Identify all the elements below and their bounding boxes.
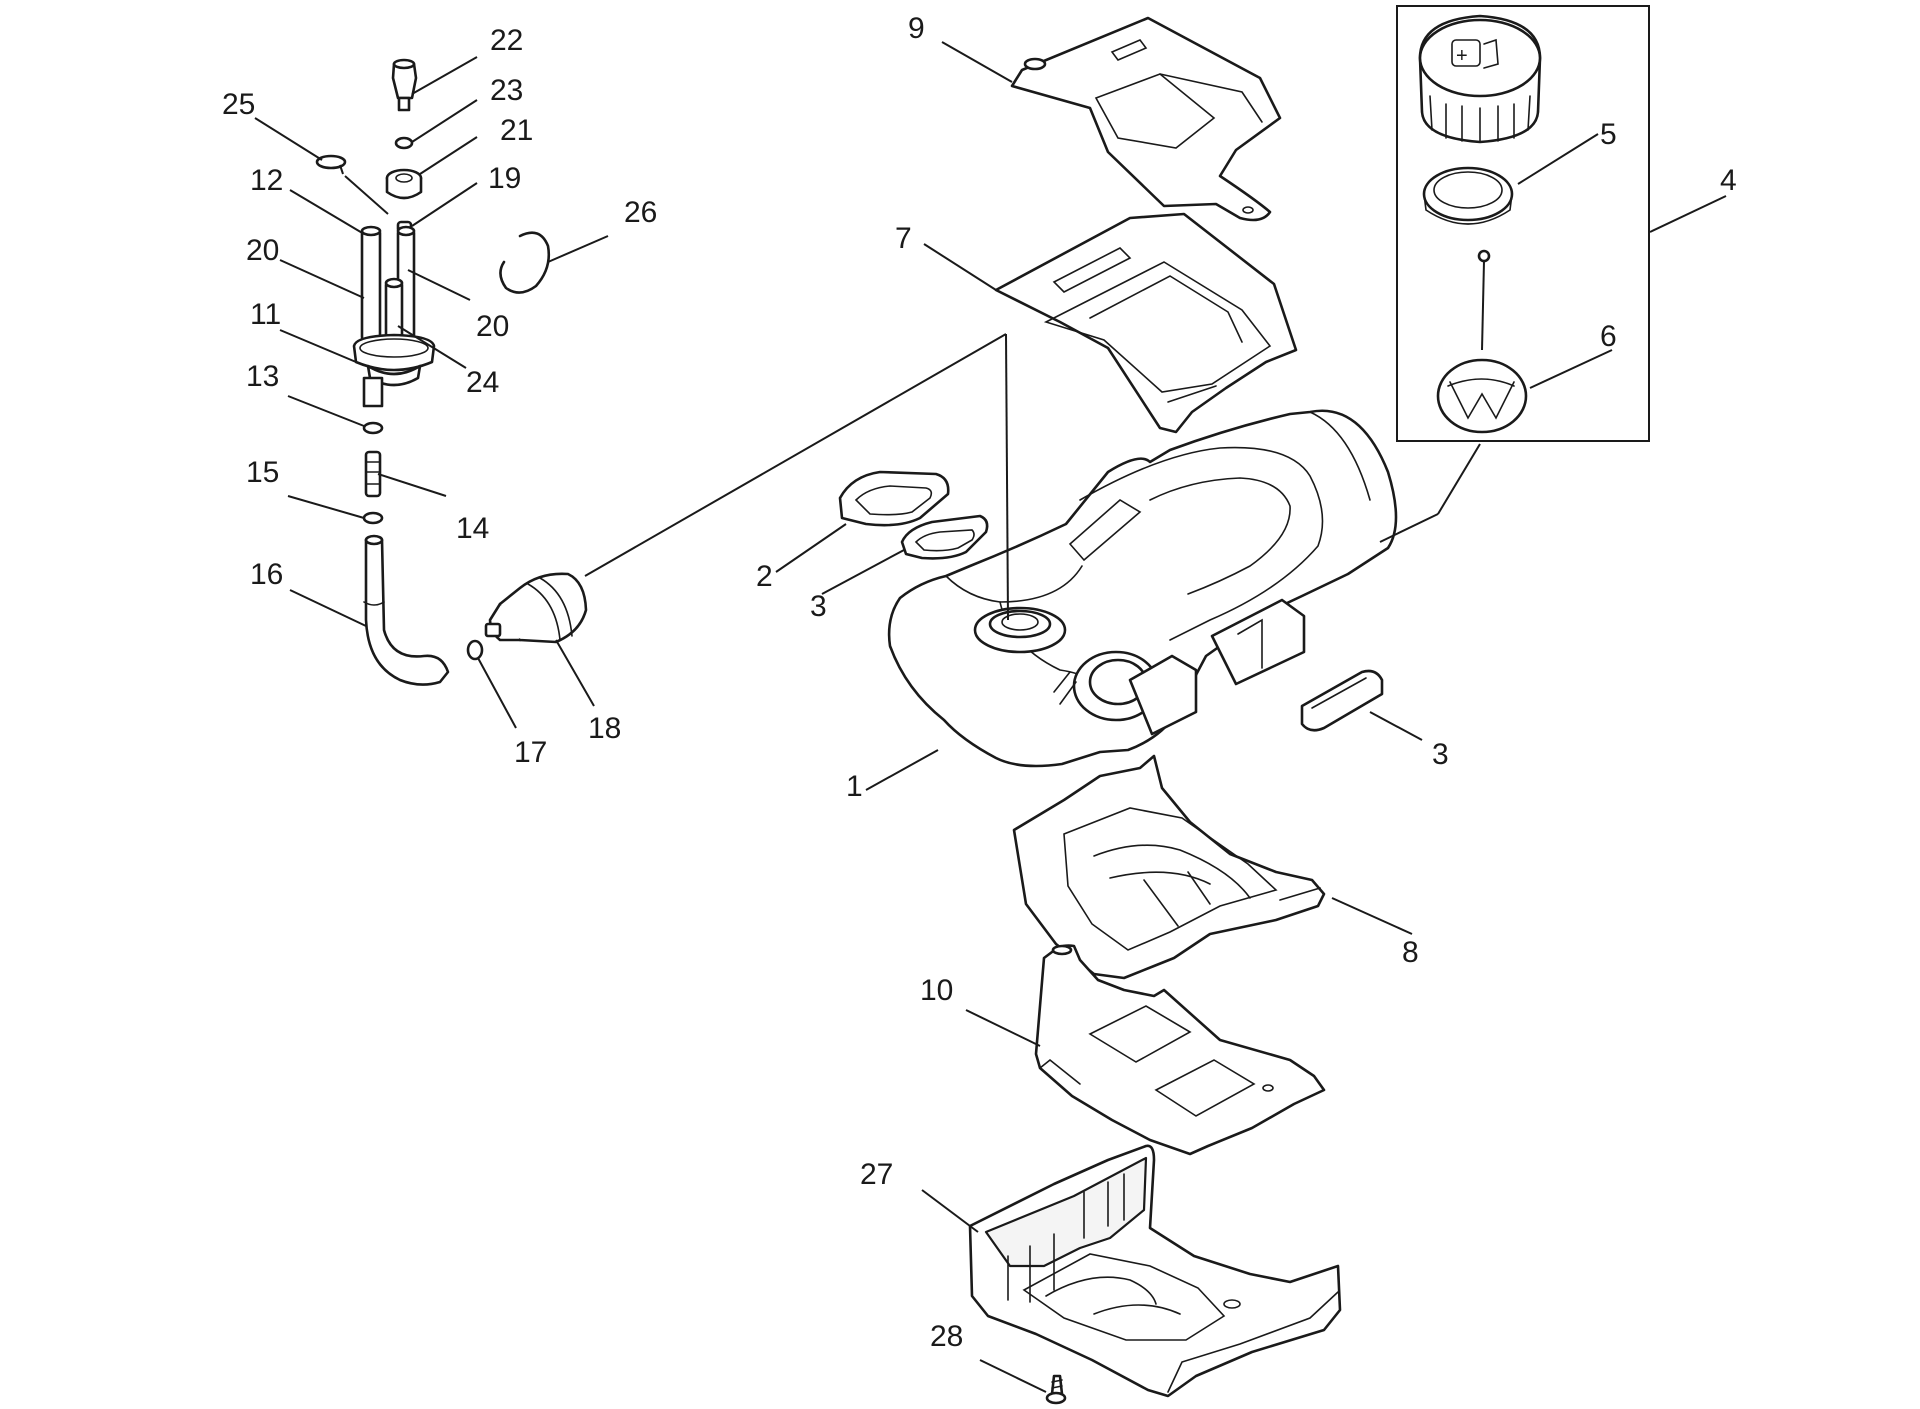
callout-12: 12: [250, 164, 283, 197]
part-18-fuel-filter: [484, 572, 588, 644]
callout-6: 6: [1600, 320, 1617, 353]
callout-25: 25: [222, 88, 255, 121]
callout-20-left: 20: [246, 234, 279, 267]
part-10-bottom-plate: [1034, 944, 1326, 1156]
part-11-pickup-body: [352, 225, 436, 408]
part-8-lower-shield: [1012, 754, 1326, 980]
callout-10: 10: [920, 974, 953, 1007]
part-26-clip: [499, 231, 551, 294]
part-28-screw: [1045, 1374, 1067, 1405]
part-3-grommet-left: [900, 514, 989, 560]
part-2-grommet: [838, 470, 950, 527]
fuel-cap-kit-box: [1396, 5, 1650, 442]
callout-23: 23: [490, 74, 523, 107]
callout-22: 22: [490, 24, 523, 57]
callout-14: 14: [456, 512, 489, 545]
callout-9: 9: [908, 12, 925, 45]
svg-text:+: +: [1456, 45, 1468, 67]
callout-3-right: 3: [1432, 738, 1449, 771]
callout-8: 8: [1402, 936, 1419, 969]
callout-13: 13: [246, 360, 279, 393]
part-22-valve: [391, 58, 418, 112]
callout-20-right: 20: [476, 310, 509, 343]
callout-17: 17: [514, 736, 547, 769]
callout-28: 28: [930, 1320, 963, 1353]
part-15-o-ring: [362, 511, 384, 525]
callout-4: 4: [1720, 164, 1737, 197]
callout-11: 11: [250, 298, 281, 331]
callout-18: 18: [588, 712, 621, 745]
part-5-gasket: [1422, 166, 1514, 225]
part-14-connector: [364, 450, 382, 498]
part-1-fuel-tank: [887, 409, 1398, 768]
callout-15: 15: [246, 456, 279, 489]
part-13-o-ring: [362, 421, 384, 435]
part-23-o-ring: [394, 136, 414, 150]
callout-2: 2: [756, 560, 773, 593]
part-7-heat-shield: [994, 212, 1298, 434]
part-3-grommet-right: [1300, 669, 1384, 732]
callout-24: 24: [466, 366, 499, 399]
callout-27: 27: [860, 1158, 893, 1191]
callout-labels: 1 2 3 3 4 5 6 7 8 9 10 11 12 13 14 15 16…: [222, 12, 1737, 1353]
part-fuel-cap: +: [1418, 14, 1542, 144]
fuel-pickup-assembly: [315, 58, 588, 686]
callout-1: 1: [846, 770, 863, 803]
part-16-fuel-hose: [364, 538, 450, 686]
part-17-o-ring: [466, 639, 484, 661]
callout-3-left: 3: [810, 590, 827, 623]
callout-16: 16: [250, 558, 283, 591]
callout-21: 21: [500, 114, 533, 147]
callout-5: 5: [1600, 118, 1617, 151]
callout-7: 7: [895, 222, 912, 255]
part-9-heat-shield: [1010, 16, 1282, 222]
part-6-strainer: [1436, 249, 1528, 434]
leader-lines: [254, 41, 1727, 1393]
part-25-clip: [315, 154, 347, 175]
part-27-skid-plate: [968, 1144, 1342, 1398]
callout-19: 19: [488, 162, 521, 195]
part-21-grommet: [385, 168, 423, 200]
callout-26: 26: [624, 196, 657, 229]
